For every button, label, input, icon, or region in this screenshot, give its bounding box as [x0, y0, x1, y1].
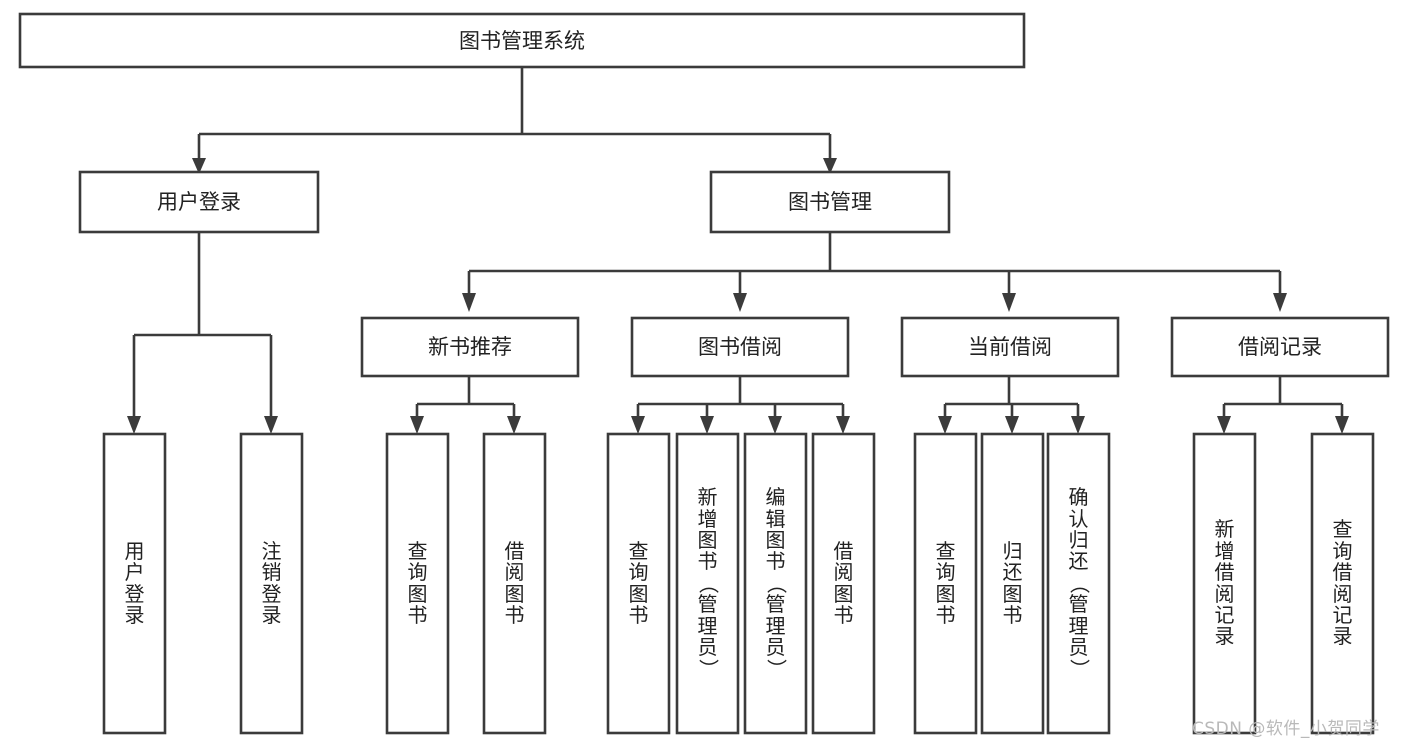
connector-book-manage-to-level3 [462, 232, 1287, 312]
node-current-borrow-label: 当前借阅 [968, 335, 1052, 359]
node-book-manage-label: 图书管理 [788, 190, 872, 214]
node-new-book-rec[interactable] [360, 316, 580, 378]
leaf-box-borrow-book-2[interactable] [811, 432, 876, 735]
connector-new-book-rec-to-leaves [410, 376, 521, 434]
node-borrow-record-label: 借阅记录 [1238, 335, 1322, 359]
node-book-borrow-label: 图书借阅 [698, 335, 782, 359]
node-borrow-record[interactable] [1170, 316, 1390, 378]
node-user-login[interactable] [78, 170, 320, 234]
node-book-borrow[interactable] [630, 316, 850, 378]
leaf-box-add-record[interactable] [1192, 432, 1257, 735]
node-user-login-label: 用户登录 [157, 190, 241, 214]
node-current-borrow[interactable] [900, 316, 1120, 378]
leaf-box-edit-book[interactable] [743, 432, 808, 735]
leaf-box-query-book-1[interactable] [385, 432, 450, 735]
csdn-watermark: CSDN @软件_小贺同学 [1192, 719, 1380, 739]
leaf-box-logout[interactable] [239, 432, 304, 735]
connector-book-borrow-to-leaves [631, 376, 850, 434]
node-root[interactable] [18, 12, 1026, 69]
leaf-box-query-book-2[interactable] [606, 432, 671, 735]
leaf-box-query-book-3[interactable] [913, 432, 978, 735]
leaf-box-return-book[interactable] [980, 432, 1045, 735]
connector-root-to-level2 [192, 67, 837, 174]
connector-borrow-record-to-leaves [1217, 376, 1349, 434]
connector-user-login-to-leaves [127, 232, 278, 434]
node-new-book-rec-label: 新书推荐 [428, 335, 512, 359]
leaf-box-query-record[interactable] [1310, 432, 1375, 735]
leaf-box-user-login[interactable] [102, 432, 167, 735]
leaf-box-borrow-book-1[interactable] [482, 432, 547, 735]
connector-current-borrow-to-leaves [938, 376, 1085, 434]
node-book-manage[interactable] [709, 170, 951, 234]
leaf-box-confirm-return[interactable] [1046, 432, 1111, 735]
node-root-label: 图书管理系统 [459, 29, 585, 53]
leaf-box-add-book[interactable] [675, 432, 740, 735]
